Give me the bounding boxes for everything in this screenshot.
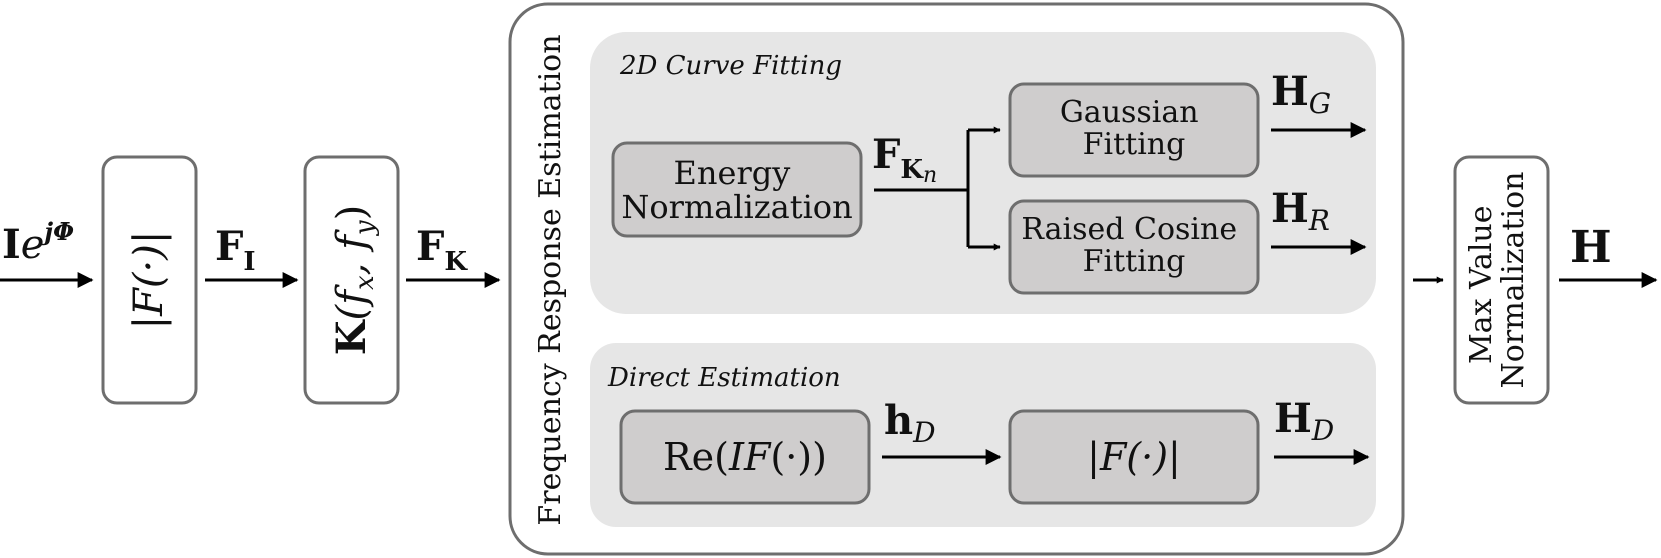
hd-small-signal-label: hD: [884, 397, 936, 449]
hr-signal-label: HR: [1271, 185, 1330, 237]
fk-signal-label: FK: [416, 223, 468, 277]
direct-estimation-title: Direct Estimation: [607, 363, 841, 393]
fi-signal-label: FI: [215, 223, 256, 277]
fre-title: Frequency Response Estimation: [533, 34, 568, 525]
raised-cosine-block: [1008, 199, 1260, 295]
re-ifft-label: Re(IF(·)): [663, 435, 827, 479]
fft-block: [101, 155, 198, 405]
gaussian-fitting-block: [1008, 82, 1260, 178]
output-signal-label: H: [1570, 222, 1612, 273]
fork-connector: [874, 130, 970, 247]
hg-signal-label: HG: [1271, 68, 1331, 120]
hd-signal-label: HD: [1274, 395, 1334, 447]
energy-normalization-label: Energy Normalization: [621, 154, 852, 226]
raised-cosine-label: Raised Cosine Fitting: [1021, 212, 1246, 279]
abs-fft-block: [1008, 409, 1260, 505]
curve-fitting-title: 2D Curve Fitting: [619, 51, 842, 81]
gaussian-fitting-label: Gaussian Fitting: [1060, 95, 1208, 162]
fkn-signal-label: FKn: [872, 131, 937, 188]
energy-normalization-block: [611, 141, 863, 238]
input-signal-label: IejΦ: [2, 217, 74, 268]
max-value-normalization-label: Max Value Normalization: [1464, 172, 1531, 389]
k-filter-block: [303, 155, 400, 405]
abs-fft-label: |F(·)|: [1087, 435, 1181, 479]
re-ifft-block: [619, 409, 871, 505]
fft-block-label: |F(·)|: [126, 231, 172, 330]
max-value-normalization-block: [1453, 155, 1550, 405]
